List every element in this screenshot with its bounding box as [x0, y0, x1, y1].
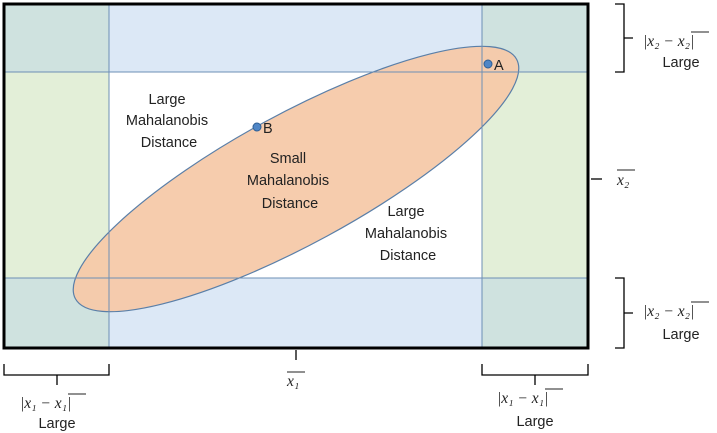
region-label-large-bottom-right: Large Mahalanobis Distance [365, 204, 451, 264]
mean-x2-label: x₂ [616, 169, 635, 189]
right-bottom-expression: |x₂ − x₂| [643, 301, 709, 320]
plot-frame [2, 2, 590, 350]
brace-bottom-left [3, 364, 110, 385]
bottom-right-caption: Large [516, 414, 553, 430]
brace-right-bottom [615, 277, 633, 349]
brace-right-top [615, 3, 633, 73]
brace-bottom-right [481, 364, 589, 385]
region-label-small-center: Small Mahalanobis Distance [247, 151, 333, 212]
corner-bottom-right [482, 278, 588, 348]
point-a-label: A [494, 58, 504, 74]
svg-text:x₁: x₁ [286, 373, 299, 390]
point-b-label: B [263, 121, 273, 137]
svg-text:|x₂ − x₂|: |x₂ − x₂| [643, 33, 694, 50]
svg-text:|x₂ − x₂|: |x₂ − x₂| [643, 303, 694, 320]
mean-x1-label: x₁ [286, 371, 305, 390]
corner-top-left [4, 4, 109, 72]
bottom-right-expression: |x₁ − x₁| [497, 388, 563, 407]
svg-text:|x₁ − x₁|: |x₁ − x₁| [20, 395, 71, 412]
svg-text:x₂: x₂ [616, 172, 630, 189]
point-a-marker [483, 59, 493, 69]
bottom-left-expression: |x₁ − x₁| [20, 393, 86, 412]
point-b-marker [252, 122, 262, 132]
right-top-caption: Large [662, 55, 699, 71]
confidence-ellipse [72, 45, 520, 313]
right-top-expression: |x₂ − x₂| [643, 31, 709, 50]
left-band [4, 72, 109, 278]
svg-text:|x₁ − x₁|: |x₁ − x₁| [497, 390, 548, 407]
right-bottom-caption: Large [662, 327, 699, 343]
bottom-left-caption: Large [38, 416, 75, 432]
region-label-large-top-left: Large Mahalanobis Distance [126, 92, 212, 151]
